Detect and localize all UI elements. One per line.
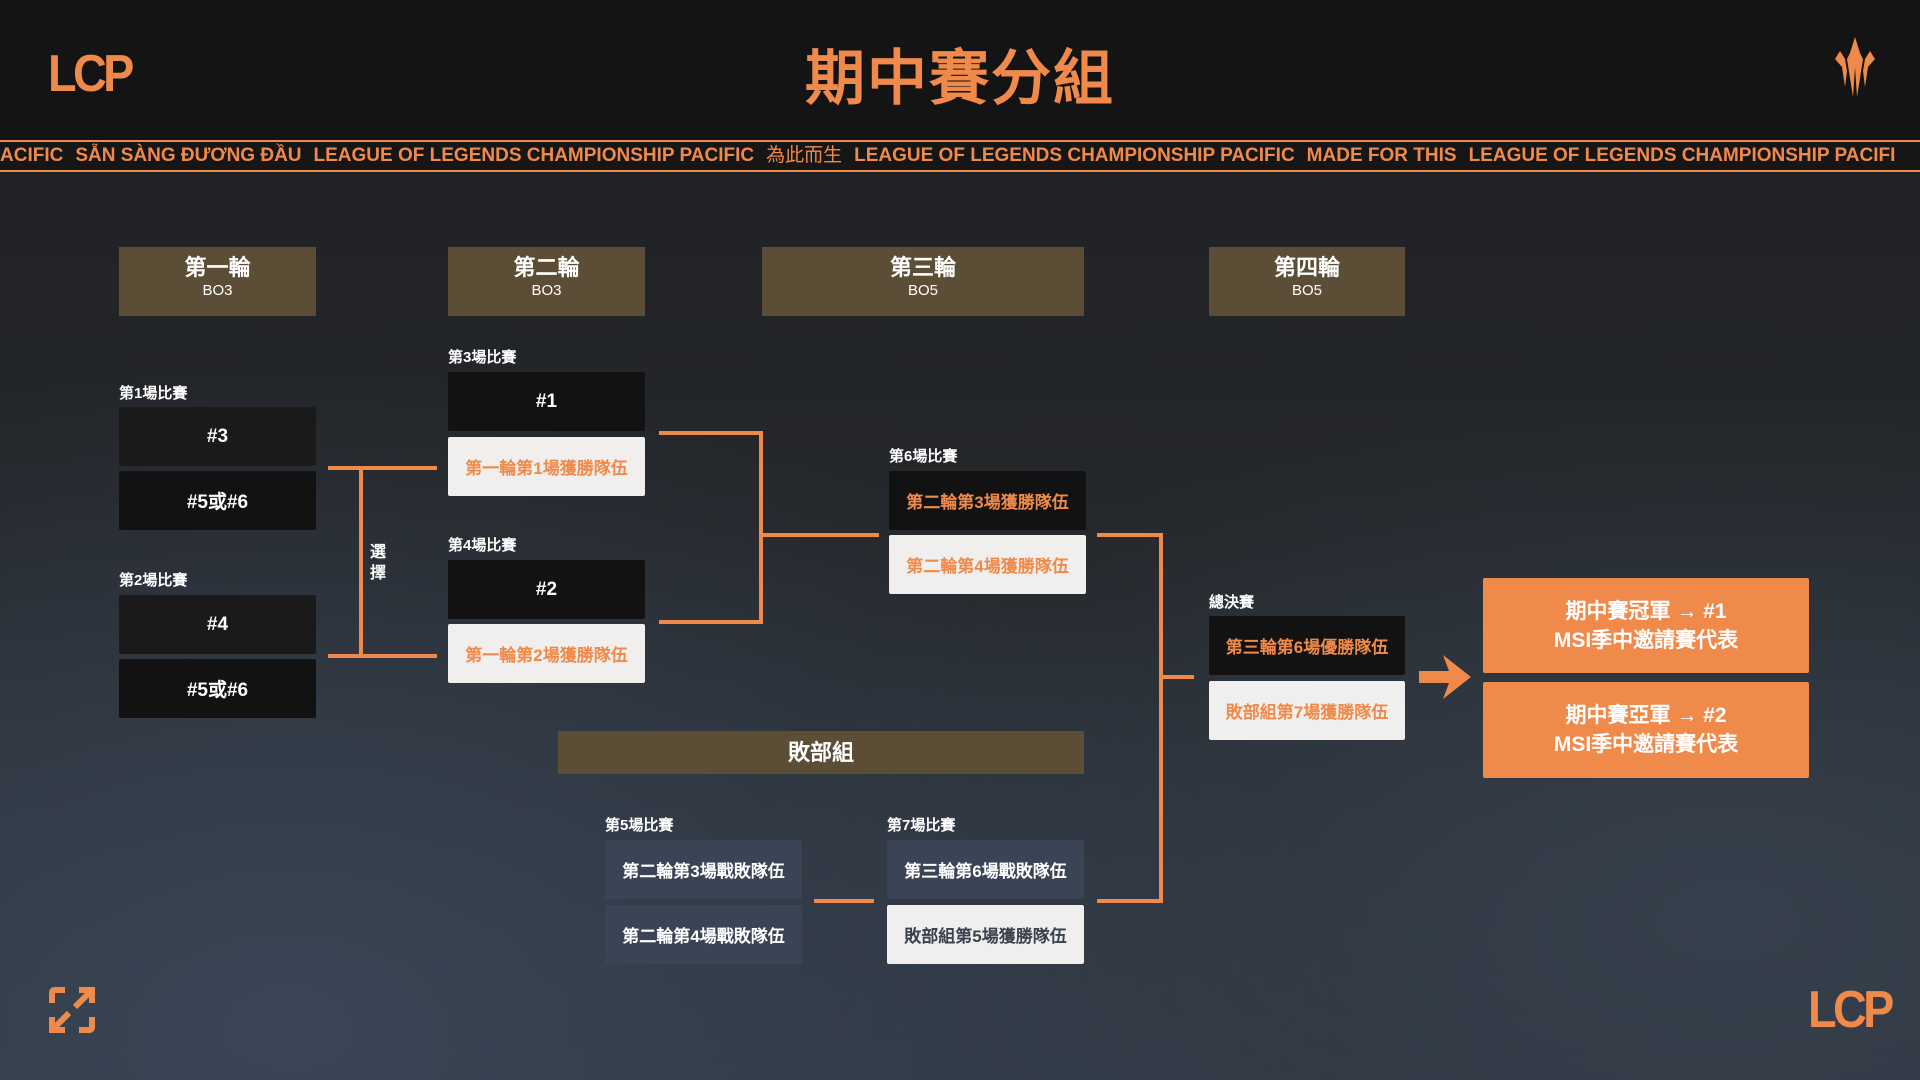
ticker-item: 為此而生: [766, 145, 843, 166]
connector-line: [1097, 899, 1163, 903]
match-4-label: 第4場比賽: [448, 537, 517, 554]
ticker-item: MADE FOR THIS: [1306, 145, 1457, 166]
connector-line: [659, 431, 763, 435]
match-4-team-1: #2: [448, 560, 645, 619]
match-1-team-1: #3: [119, 407, 316, 466]
round-title: 第一輪: [184, 255, 251, 280]
connector-line: [328, 654, 437, 658]
connector-line: [759, 431, 763, 624]
connector-line: [659, 620, 763, 624]
ticker-item: LEAGUE OF LEGENDS CHAMPIONSHIP PACIFIC: [313, 145, 755, 166]
connector-line: [814, 899, 874, 903]
match-3-team-2: 第一輪第1場獲勝隊伍: [448, 437, 645, 496]
result-line: MSI季中邀請賽代表: [1553, 628, 1739, 652]
round-format: BO5: [907, 282, 938, 299]
result-line: MSI季中邀請賽代表: [1553, 733, 1739, 756]
round-2-header: 第二輪 BO3: [448, 247, 645, 316]
header-bar: [0, 0, 1920, 140]
match-7-team-2: 敗部組第5場獲勝隊伍: [887, 905, 1084, 964]
match-1-team-2: #5或#6: [119, 471, 316, 530]
ticker-banner: ACIFIC SẴN SÀNG ĐƯƠNG ĐẦU LEAGUE OF LEGEND…: [0, 140, 1920, 172]
match-6-team-2: 第二輪第4場獲勝隊伍: [889, 535, 1086, 594]
connector-line: [359, 466, 363, 658]
result-line: 期中賽冠軍 → #1: [1565, 599, 1727, 623]
match-4-team-2: 第一輪第2場獲勝隊伍: [448, 624, 645, 683]
arrow-right-icon: [1419, 655, 1471, 699]
result-line: 期中賽亞軍 → #2: [1565, 704, 1727, 727]
connector-line: [1159, 533, 1163, 903]
connector-line: [1097, 533, 1163, 537]
round-3-header: 第三輪 BO5: [762, 247, 1084, 316]
round-title: 第二輪: [513, 255, 580, 280]
lcp-logo-footer: LCP: [1808, 981, 1894, 1039]
match-5-label: 第5場比賽: [605, 817, 674, 834]
final-team-2: 敗部組第7場獲勝隊伍: [1209, 681, 1405, 740]
match-2-team-1: #4: [119, 595, 316, 654]
choose-label: 選擇: [370, 544, 387, 582]
ticker-item: LEAGUE OF LEGENDS CHAMPIONSHIP PACIFIC: [854, 145, 1295, 166]
ticker-item: ACIFIC: [0, 145, 64, 166]
connector-line: [759, 533, 879, 537]
connector-line: [328, 466, 437, 470]
expand-icon[interactable]: [49, 987, 95, 1033]
lcp-logo: LCP: [48, 45, 134, 103]
final-team-1: 第三輪第6場優勝隊伍: [1209, 616, 1405, 675]
connector-line: [1159, 675, 1194, 679]
round-4-header: 第四輪 BO5: [1209, 247, 1405, 316]
match-6-team-1: 第二輪第3場獲勝隊伍: [889, 471, 1086, 530]
round-format: BO3: [531, 282, 562, 299]
losers-bracket-header: 敗部組: [558, 731, 1084, 774]
champion-result: 期中賽冠軍 → #1 MSI季中邀請賽代表: [1483, 578, 1809, 673]
page-title: 期中賽分組: [805, 45, 1115, 112]
runner-up-result: 期中賽亞軍 → #2 MSI季中邀請賽代表: [1483, 682, 1809, 778]
match-2-team-2: #5或#6: [119, 659, 316, 718]
round-1-header: 第一輪 BO3: [119, 247, 316, 316]
lcp-crest-icon: [1835, 37, 1875, 97]
round-format: BO5: [1291, 282, 1322, 299]
round-format: BO3: [202, 282, 233, 299]
match-7-label: 第7場比賽: [887, 817, 956, 834]
ticker-item: LEAGUE OF LEGENDS CHAMPIONSHIP PACIFI: [1468, 145, 1896, 166]
match-6-label: 第6場比賽: [889, 448, 958, 465]
round-title: 第三輪: [889, 255, 956, 280]
match-5-team-2: 第二輪第4場戰敗隊伍: [605, 905, 802, 964]
match-3-label: 第3場比賽: [448, 349, 517, 366]
match-1-label: 第1場比賽: [119, 385, 188, 402]
match-2-label: 第2場比賽: [119, 572, 188, 589]
final-label: 總決賽: [1209, 594, 1255, 611]
round-title: 第四輪: [1273, 255, 1340, 280]
match-5-team-1: 第二輪第3場戰敗隊伍: [605, 840, 802, 899]
match-7-team-1: 第三輪第6場戰敗隊伍: [887, 840, 1084, 899]
ticker-item: SẴN SÀNG ĐƯƠNG ĐẦU: [75, 145, 302, 166]
match-3-team-1: #1: [448, 372, 645, 431]
